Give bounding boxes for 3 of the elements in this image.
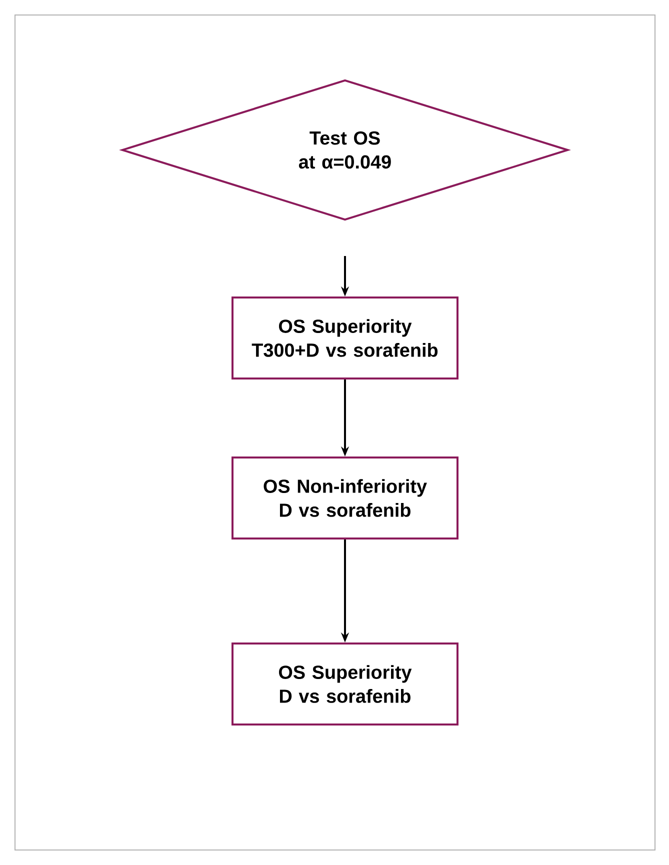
process-box: OS Non-inferiority D vs sorafenib	[232, 456, 458, 540]
process-box: OS Superiority T300+D vs sorafenib	[232, 296, 458, 380]
process-box: OS Superiority D vs sorafenib	[232, 642, 458, 726]
